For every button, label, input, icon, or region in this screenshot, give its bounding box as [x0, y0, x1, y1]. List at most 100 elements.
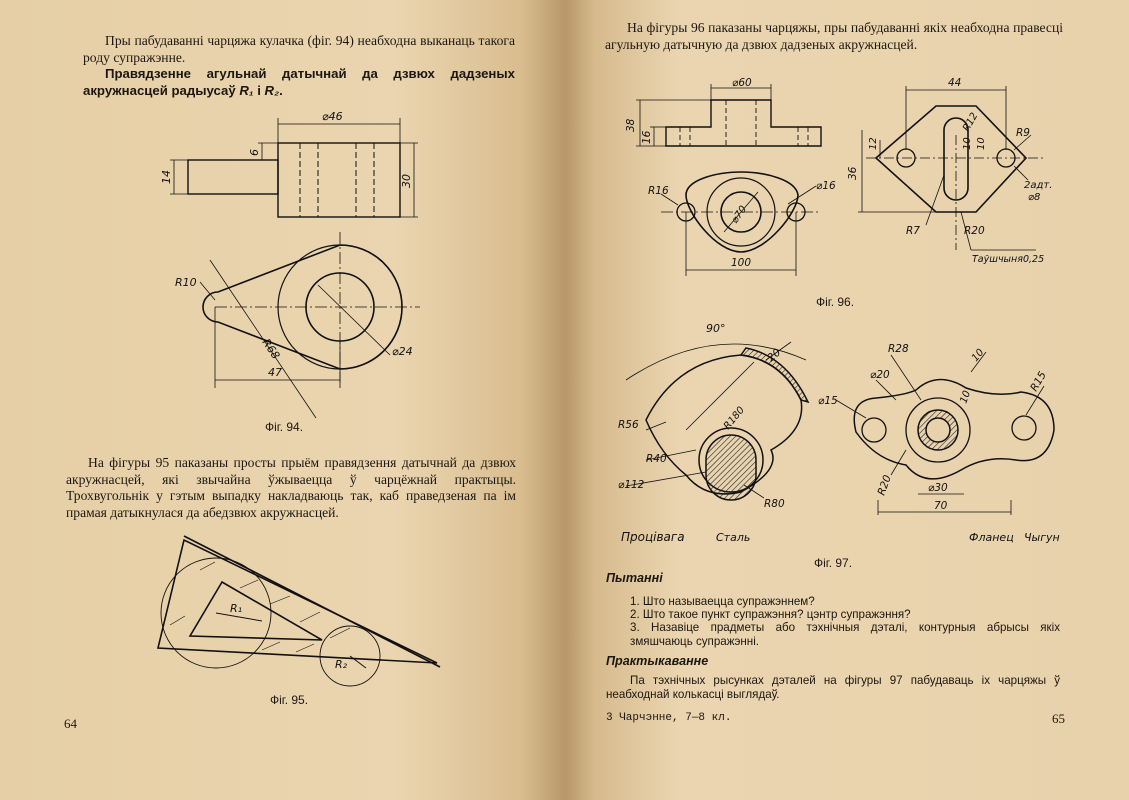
fig94-dim-phi46: ⌀46 — [322, 110, 343, 123]
heading-and: і — [253, 82, 265, 98]
fig94-dim-6: 6 — [248, 149, 261, 156]
fig94-hidden-lines — [299, 143, 375, 217]
fig97-dim-R40: R40 — [646, 453, 667, 465]
fig95-hatch — [169, 561, 351, 653]
figure-96-drawing: ⌀60 38 16 R16 ⌀16 ⌀70 100 44 R12 R9 12 3… — [625, 77, 1052, 276]
fig95-label-R2: R₂ — [335, 658, 348, 671]
footnote: 3 Чарчэнне, 7—8 кл. — [606, 712, 732, 724]
fig96-dim-phi70: ⌀70 — [729, 204, 749, 226]
fig96-dim-16: 16 — [641, 130, 653, 144]
fig97-dim-R56: R56 — [618, 419, 639, 431]
fig97-dim-R28: R28 — [888, 343, 909, 355]
fig94-dim-30: 30 — [400, 174, 413, 188]
fig97-counterweight-dims — [625, 341, 807, 499]
fig97-caption: Фіг. 97. — [814, 556, 853, 570]
fig97-label-part1: Процівага — [621, 530, 685, 544]
questions-heading: Пытанні — [606, 571, 663, 585]
fig94-hub-rect — [187, 159, 279, 195]
fig97-dim-10b: 10 — [958, 389, 973, 405]
fig96-plate-slot — [943, 117, 969, 201]
fig97-flange-body — [853, 378, 1055, 480]
fig97-dim-phi112: ⌀112 — [618, 479, 645, 491]
fig95-tangent-line — [183, 535, 441, 668]
figure-94-drawing: ⌀46 6 14 30 R10 R68 ⌀24 47 — [160, 110, 420, 419]
fig97-dim-10a: 10 — [970, 347, 987, 364]
fig97-dim-70: 70 — [934, 500, 948, 512]
fig95-circle-R2 — [319, 625, 381, 687]
fig94-dim-47: 47 — [268, 366, 282, 379]
figure-95-drawing: R₁ R₂ — [156, 535, 441, 687]
left-page: Пры пабудаванні чарцяжа кулачка (фіг. 94… — [0, 0, 566, 800]
fig97-flange-dims — [835, 351, 1045, 515]
right-paragraph-intro: На фігуры 96 паказаны чарцяжы, пры пабуд… — [605, 20, 1063, 52]
left-heading-text: Правядзенне агульнай датычнай да дзвюх д… — [83, 66, 515, 98]
fig96-dim-R16: R16 — [648, 185, 669, 197]
figure-97-drawing: 90° 20 R56 R180 R40 ⌀112 R80 R28 ⌀20 10 … — [618, 322, 1060, 544]
left-page-number: 64 — [64, 716, 77, 731]
fig96-dim-36: 36 — [847, 166, 859, 180]
fig96-dim-44: 44 — [948, 77, 961, 89]
fig97-dim-R80: R80 — [764, 498, 785, 510]
fig96-front-dims — [636, 84, 772, 147]
fig97-label-mat1: Сталь — [716, 531, 750, 544]
fig97-dim-90: 90° — [706, 322, 726, 335]
fig94-dim-phi24: ⌀24 — [392, 345, 413, 358]
fig96-front-view — [665, 99, 822, 147]
fig94-dim-R68: R68 — [260, 336, 283, 361]
fig94-body-rect — [277, 142, 401, 218]
fig97-flange-bore-inner — [925, 417, 951, 443]
question-2: 2. Што такое пункт супражэння? цэнтр суп… — [630, 608, 911, 621]
fig95-circle-R1 — [160, 557, 272, 669]
fig94-caption: Фіг. 94. — [265, 420, 304, 434]
fig95-label-R1: R₁ — [230, 602, 242, 615]
fig94-dim-R10: R10 — [175, 276, 197, 289]
fig97-dim-phi30: ⌀30 — [928, 482, 948, 494]
practice-heading: Практыкаванне — [606, 654, 709, 668]
left-heading: Правядзенне агульнай датычнай да дзвюх д… — [83, 66, 515, 99]
fig97-label-part2: Фланец — [969, 531, 1014, 544]
fig96-dim-R12: R12 — [961, 111, 980, 134]
fig97-flange-hole-right — [1011, 415, 1037, 441]
fig96-dim-phi60: ⌀60 — [732, 77, 752, 89]
fig97-dim-R20: R20 — [876, 473, 894, 497]
fig95-caption: Фіг. 95. — [270, 693, 309, 707]
heading-end: . — [279, 82, 283, 98]
fig97-dim-phi20: ⌀20 — [870, 369, 890, 381]
left-paragraph-intro: Пры пабудаванні чарцяжа кулачка (фіг. 94… — [83, 33, 515, 65]
left-paragraph-fig95: На фігуры 95 паказаны просты прыём правя… — [66, 455, 516, 520]
fig97-flange-hole-left — [861, 417, 887, 443]
heading-r1: R₁ — [239, 82, 254, 98]
practice-text: Па тэхнічных рысунках дэталей на фігуры … — [606, 674, 1060, 701]
fig97-label-mat2: Чыгун — [1024, 531, 1060, 544]
fig97-dim-R15: R15 — [1028, 369, 1049, 393]
fig96-dim-38: 38 — [625, 118, 637, 132]
fig96-front-hidden — [679, 100, 809, 146]
fig96-dim-12: 12 — [868, 137, 879, 150]
fig96-plate-outline — [874, 105, 1028, 213]
fig96-caption: Фіг. 96. — [816, 295, 855, 309]
question-1: 1. Што называецца супражэннем? — [630, 595, 815, 608]
fig96-flange-outline — [685, 171, 799, 253]
fig96-dim-phi16: ⌀16 — [816, 180, 836, 192]
fig97-flange-boss — [905, 397, 971, 463]
fig96-dim-R20: R20 — [964, 225, 985, 237]
fig95-shapes — [156, 535, 441, 687]
fig97-counterweight-bore — [705, 434, 757, 501]
fig96-dim-R9: R9 — [1016, 127, 1030, 139]
fig96-dim-R7: R7 — [906, 225, 920, 237]
fig94-top-dims — [199, 232, 420, 419]
fig94-front-dims — [170, 118, 418, 218]
fig96-flange-dims — [660, 185, 821, 276]
fig96-dim-10b: 10 — [976, 137, 987, 150]
fig96-dim-phi8: ⌀8 — [1028, 192, 1040, 203]
fig96-dim-100: 100 — [731, 257, 751, 269]
fig95-triangle-inner — [188, 580, 323, 641]
fig97-counterweight-body — [645, 354, 803, 495]
fig97-dim-phi15: ⌀15 — [818, 395, 838, 407]
fig96-dim-2adt: 2адт. — [1024, 180, 1052, 191]
fig96-dim-thickness: Таўшчыня0,25 — [972, 254, 1044, 265]
right-page: На фігуры 96 паказаны чарцяжы, пры пабуд… — [566, 0, 1129, 800]
fig96-plate-dims — [858, 86, 1044, 251]
fig96-dim-10a: 10 — [962, 137, 973, 150]
fig94-dim-14: 14 — [160, 170, 173, 184]
